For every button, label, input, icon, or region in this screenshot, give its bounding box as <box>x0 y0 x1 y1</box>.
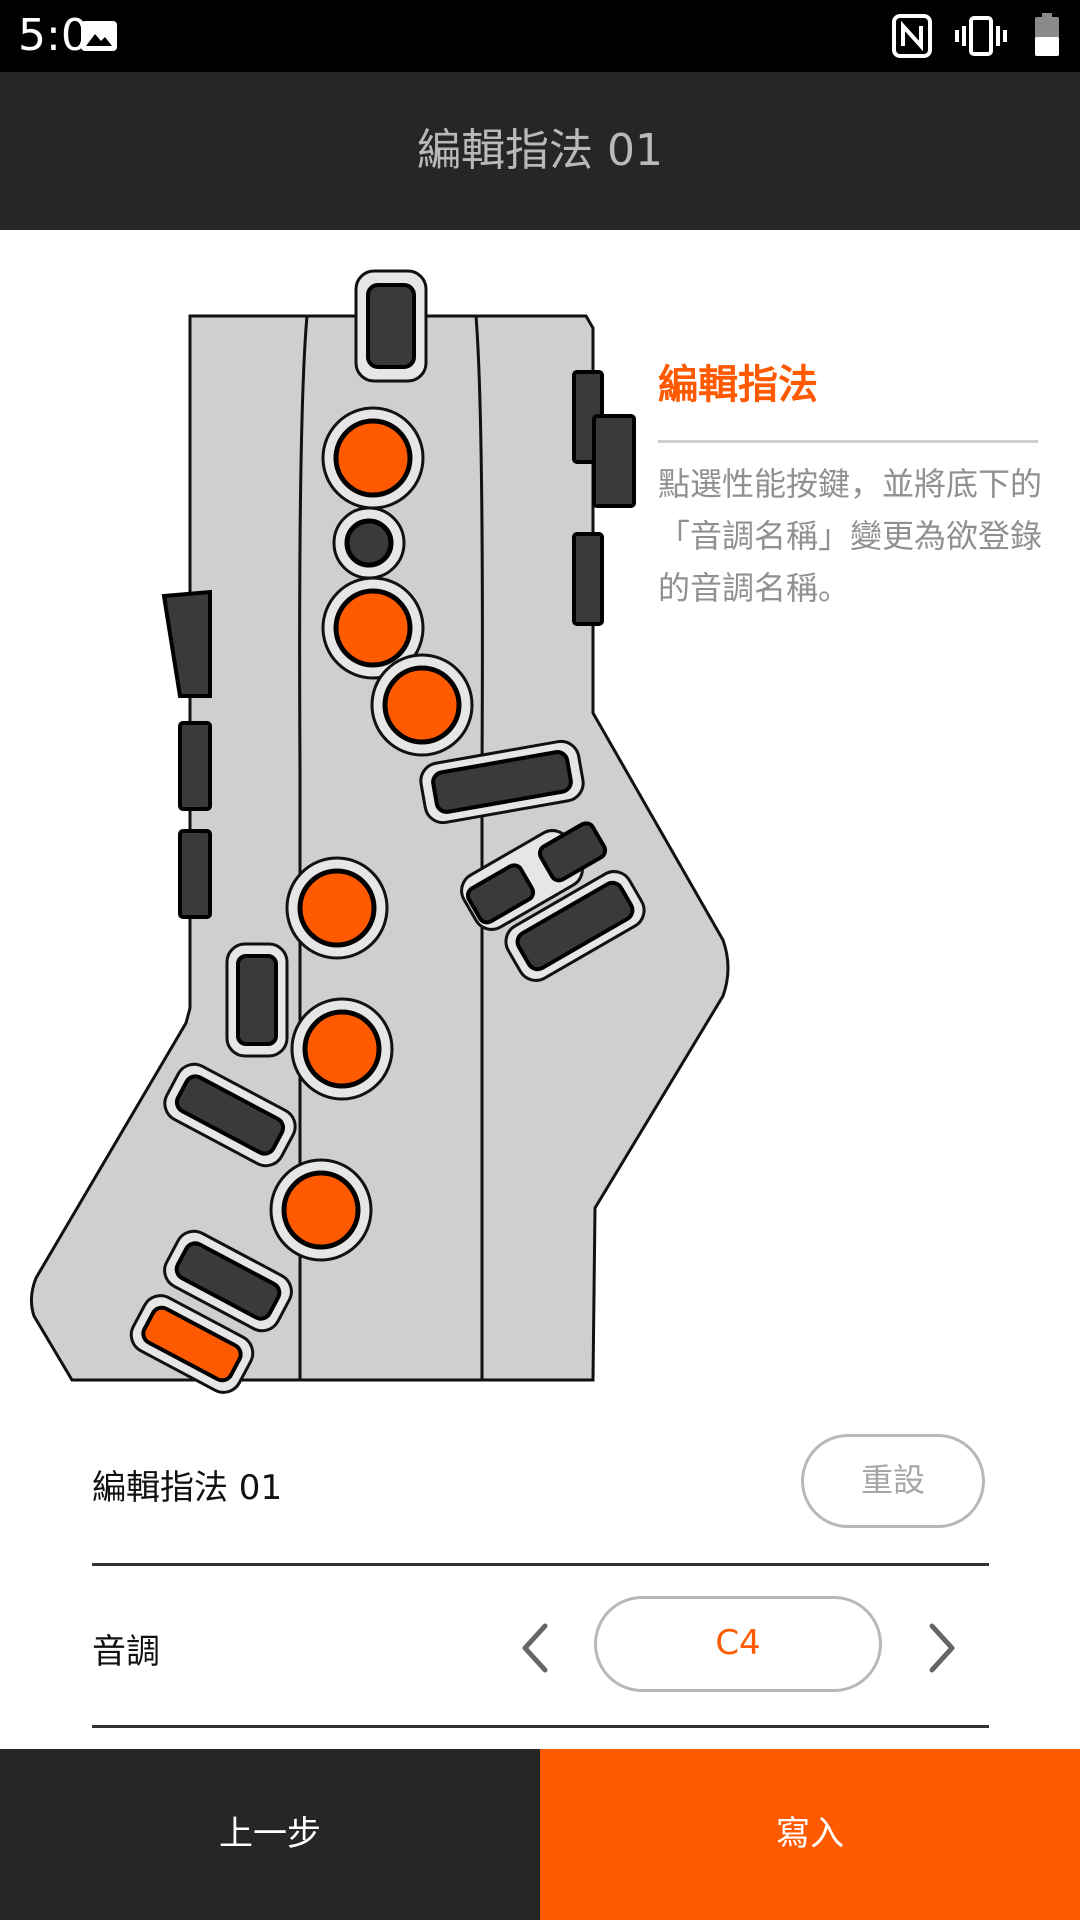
fingering-diagram <box>28 268 738 1412</box>
pinky-key-small-a[interactable] <box>465 862 536 925</box>
finger-key-4[interactable] <box>297 868 377 948</box>
side-key-left-1[interactable] <box>161 589 212 698</box>
side-key-right-2[interactable] <box>592 414 636 508</box>
side-key-left-3[interactable] <box>178 829 212 919</box>
divider <box>92 1725 989 1728</box>
thumb-key-top[interactable] <box>354 269 428 383</box>
edit-fingering-description: 點選性能按鍵，並將底下的「音調名稱」變更為欲登錄的音調名稱。 <box>658 465 1043 607</box>
chevron-right-icon <box>929 1623 955 1673</box>
divider <box>658 440 1038 443</box>
left-pinky-key-1[interactable] <box>159 1058 302 1172</box>
battery-icon <box>1034 13 1060 61</box>
finger-key-3[interactable] <box>382 665 462 745</box>
pinky-key-long[interactable] <box>418 739 586 826</box>
divider <box>92 1563 989 1566</box>
finger-key-1-half[interactable] <box>344 518 394 568</box>
status-bar: 5:0 <box>0 0 1080 72</box>
pinky-key-wide[interactable] <box>499 865 650 987</box>
side-key-left-4[interactable] <box>225 942 289 1058</box>
bottom-action-bar: 上一步 寫入 <box>0 1749 1080 1920</box>
reset-button[interactable]: 重設 <box>801 1434 985 1528</box>
nfc-icon <box>892 14 932 62</box>
status-time: 5:0 <box>18 10 89 61</box>
write-button[interactable]: 寫入 <box>540 1749 1080 1920</box>
side-key-right-3[interactable] <box>572 532 604 626</box>
edit-fingering-heading: 編輯指法 <box>658 362 818 408</box>
page-title: 編輯指法 01 <box>417 125 663 176</box>
finger-key-2[interactable] <box>333 588 413 668</box>
side-key-left-2[interactable] <box>178 721 212 811</box>
pitch-value[interactable]: C4 <box>594 1596 882 1692</box>
finger-key-1[interactable] <box>333 418 413 498</box>
chevron-left-icon <box>522 1623 548 1673</box>
finger-key-6[interactable] <box>281 1170 361 1250</box>
pitch-label: 音調 <box>92 1632 160 1672</box>
finger-key-5[interactable] <box>302 1009 382 1089</box>
back-button[interactable]: 上一步 <box>0 1749 540 1920</box>
left-pinky-key-3[interactable] <box>125 1289 259 1398</box>
pinky-key-small-b[interactable] <box>537 820 608 883</box>
gallery-notification-icon <box>80 20 118 56</box>
vibrate-icon <box>955 14 1007 62</box>
left-pinky-key-2[interactable] <box>158 1225 297 1337</box>
app-header: 編輯指法 01 <box>0 72 1080 230</box>
pitch-next-button[interactable] <box>922 1620 962 1676</box>
preset-name: 編輯指法 01 <box>92 1468 283 1508</box>
pitch-prev-button[interactable] <box>515 1620 555 1676</box>
